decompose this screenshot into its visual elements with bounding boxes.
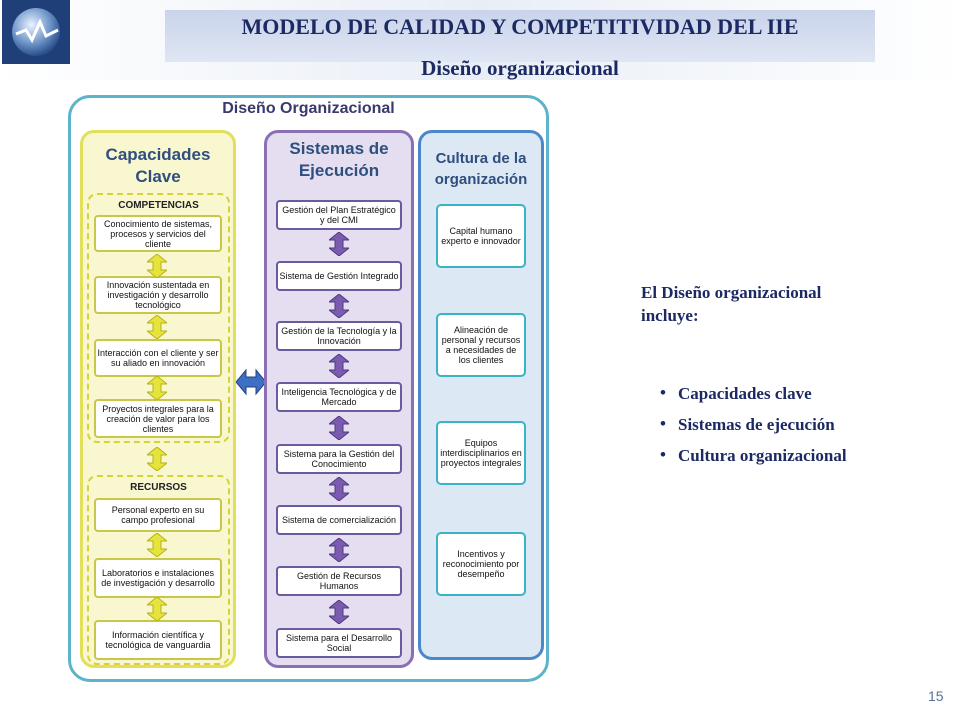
- up-down-arrow-icon: [329, 538, 349, 562]
- recursos-group: [87, 475, 230, 665]
- bullet-text: Sistemas de ejecución: [678, 415, 835, 434]
- cultura-title-line1: Cultura de la: [435, 150, 527, 167]
- recurso-item: Personal experto en su campo profesional: [94, 498, 222, 532]
- up-down-arrow-icon: [147, 597, 167, 621]
- intro-text: El Diseño organizacional incluye:: [641, 281, 921, 327]
- sistemas-title-line1: Sistemas de: [289, 139, 389, 158]
- cultura-item: Capital humano experto e innovador: [436, 204, 526, 268]
- cultura-title-line2: organización: [434, 171, 528, 188]
- sistema-item: Gestión de Recursos Humanos: [276, 566, 402, 596]
- sistema-item: Sistema para la Gestión del Conocimiento: [276, 444, 402, 474]
- cultura-item: Alineación de personal y recursos a nece…: [436, 313, 526, 377]
- competencia-item: Conocimiento de sistemas, procesos y ser…: [94, 215, 222, 252]
- sistema-item: Sistema de comercialización: [276, 505, 402, 535]
- left-right-arrow-icon: [236, 368, 266, 396]
- competencia-item: Proyectos integrales para la creación de…: [94, 399, 222, 438]
- up-down-arrow-icon: [329, 354, 349, 378]
- sistema-item: Inteligencia Tecnológica y de Mercado: [276, 382, 402, 412]
- sistema-item: Gestión de la Tecnología y la Innovación: [276, 321, 402, 351]
- header-band: [165, 10, 875, 62]
- sistemas-title: Sistemas de Ejecución: [264, 138, 414, 182]
- bullet-text: Capacidades clave: [678, 384, 812, 403]
- capacidades-title: Capacidades Clave: [80, 144, 236, 188]
- up-down-arrow-icon: [329, 416, 349, 440]
- competencia-item: Innovación sustentada en investigación y…: [94, 276, 222, 314]
- intro-line2: incluye:: [641, 306, 699, 325]
- bullet-icon: •: [660, 383, 666, 402]
- sistema-item: Sistema de Gestión Integrado: [276, 261, 402, 291]
- up-down-arrow-icon: [329, 294, 349, 318]
- up-down-arrow-icon: [147, 254, 167, 278]
- bullet-icon: •: [660, 445, 666, 464]
- up-down-arrow-icon: [329, 232, 349, 256]
- sistemas-title-line2: Ejecución: [298, 161, 380, 180]
- cultura-title: Cultura de la organización: [418, 148, 544, 190]
- recurso-item: Información científica y tecnológica de …: [94, 620, 222, 660]
- bullet-item: • Capacidades clave: [660, 383, 847, 415]
- competencias-label: COMPETENCIAS: [118, 200, 199, 211]
- bullet-list: • Capacidades clave • Sistemas de ejecució…: [660, 383, 847, 477]
- up-down-arrow-icon: [147, 315, 167, 339]
- cultura-item: Equipos interdisciplinarios en proyectos…: [436, 421, 526, 485]
- capacidades-title-line1: Capacidades: [105, 145, 211, 164]
- page-number: 15: [928, 688, 944, 704]
- page-subtitle: Diseño organizacional: [421, 56, 619, 80]
- recurso-item: Laboratorios e instalaciones de investig…: [94, 558, 222, 598]
- sistema-item: Gestión del Plan Estratégico y del CMI: [276, 200, 402, 230]
- competencia-item: Interacción con el cliente y ser su alia…: [94, 339, 222, 377]
- bullet-text: Cultura organizacional: [678, 446, 847, 465]
- competencias-group: [87, 193, 230, 443]
- up-down-arrow-icon: [329, 600, 349, 624]
- up-down-arrow-icon: [329, 477, 349, 501]
- bullet-item: • Cultura organizacional: [660, 445, 847, 477]
- diagram-title: Diseño Organizacional: [222, 100, 395, 117]
- intro-line1: El Diseño organizacional: [641, 283, 822, 302]
- up-down-arrow-icon: [147, 533, 167, 557]
- sistema-item: Sistema para el Desarrollo Social: [276, 628, 402, 658]
- up-down-arrow-icon: [147, 447, 167, 471]
- bullet-icon: •: [660, 414, 666, 433]
- bullet-item: • Sistemas de ejecución: [660, 414, 847, 446]
- up-down-arrow-icon: [147, 376, 167, 400]
- cultura-item: Incentivos y reconocimiento por desempeñ…: [436, 532, 526, 596]
- page-title: MODELO DE CALIDAD Y COMPETITIVIDAD DEL I…: [241, 14, 799, 39]
- capacidades-title-line2: Clave: [135, 167, 181, 186]
- iie-logo-icon: [2, 0, 70, 64]
- recursos-label: RECURSOS: [130, 482, 187, 493]
